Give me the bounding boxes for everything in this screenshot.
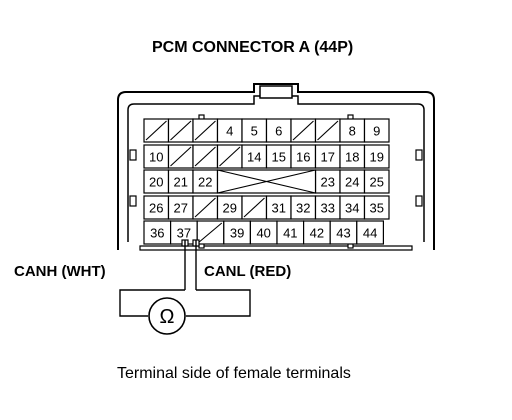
diagram-title: PCM CONNECTOR A (44P) [152, 39, 353, 56]
terminal-label: 6 [275, 124, 282, 139]
terminal-label: 10 [149, 150, 163, 165]
unused-cavity-slash [170, 146, 192, 167]
unused-cavity-slash [194, 120, 216, 141]
unused-cavity-cross [217, 169, 316, 194]
terminal-label: 25 [370, 175, 384, 190]
terminal-9 [363, 118, 390, 143]
terminal-label: 4 [226, 124, 233, 139]
unused-cavity-slash [219, 146, 241, 167]
terminal-label: 31 [272, 201, 286, 216]
terminal-label: 35 [370, 201, 384, 216]
terminal-label: 34 [345, 201, 359, 216]
terminal-label: 27 [174, 201, 188, 216]
terminal-label: 33 [321, 201, 335, 216]
terminal-label: 17 [321, 150, 335, 165]
terminal-label: 40 [256, 226, 270, 241]
terminal-label: 37 [177, 226, 191, 241]
unused-cavity-slash [198, 222, 223, 243]
terminal-label: 36 [150, 226, 164, 241]
terminal-label: 42 [310, 226, 324, 241]
terminal-label: 18 [345, 150, 359, 165]
terminal-label: 32 [296, 201, 310, 216]
terminal-35 [363, 195, 390, 220]
unused-cavity-slash [243, 197, 265, 218]
terminal-label: 24 [345, 175, 359, 190]
terminal-label: 8 [349, 124, 356, 139]
diagram-caption: Terminal side of female terminals [117, 365, 351, 382]
unused-cavity-slash [145, 120, 167, 141]
probe-wires [119, 240, 251, 317]
ohm-symbol: Ω [160, 306, 175, 328]
terminal-label: 21 [174, 175, 188, 190]
terminal-19 [363, 144, 390, 169]
terminal-label: 44 [363, 226, 377, 241]
connector-housing [117, 83, 435, 251]
housing-latches [129, 149, 423, 207]
unused-cavity-slash [317, 120, 339, 141]
terminal-grid: 4 5 6 8 9 10 14 15 16 17 18 19 20 21 22 23 24 25 26 27 29 31 3… [143, 118, 390, 247]
terminal-label: 26 [149, 201, 163, 216]
terminal-label: 14 [247, 150, 261, 165]
terminal-label: 43 [336, 226, 350, 241]
unused-cavity-slash [194, 197, 216, 218]
ohmmeter: Ω [148, 297, 186, 335]
terminal-label: 5 [251, 124, 258, 139]
terminal-label: 16 [296, 150, 310, 165]
terminal-label: 23 [321, 175, 335, 190]
unused-cavity-slash [194, 146, 216, 167]
unused-cavity-slash [170, 120, 192, 141]
canh-wire-label: CANH (WHT) [14, 263, 106, 280]
terminal-label: 22 [198, 175, 212, 190]
canl-wire-label: CANL (RED) [204, 263, 291, 280]
terminal-label: 29 [223, 201, 237, 216]
terminal-label: 39 [230, 226, 244, 241]
terminal-25 [363, 169, 390, 194]
terminal-label: 15 [272, 150, 286, 165]
terminal-44 [356, 220, 384, 245]
terminal-label: 20 [149, 175, 163, 190]
terminal-label: 9 [373, 124, 380, 139]
terminal-label: 19 [370, 150, 384, 165]
terminal-label: 41 [283, 226, 297, 241]
unused-cavity-slash [292, 120, 314, 141]
